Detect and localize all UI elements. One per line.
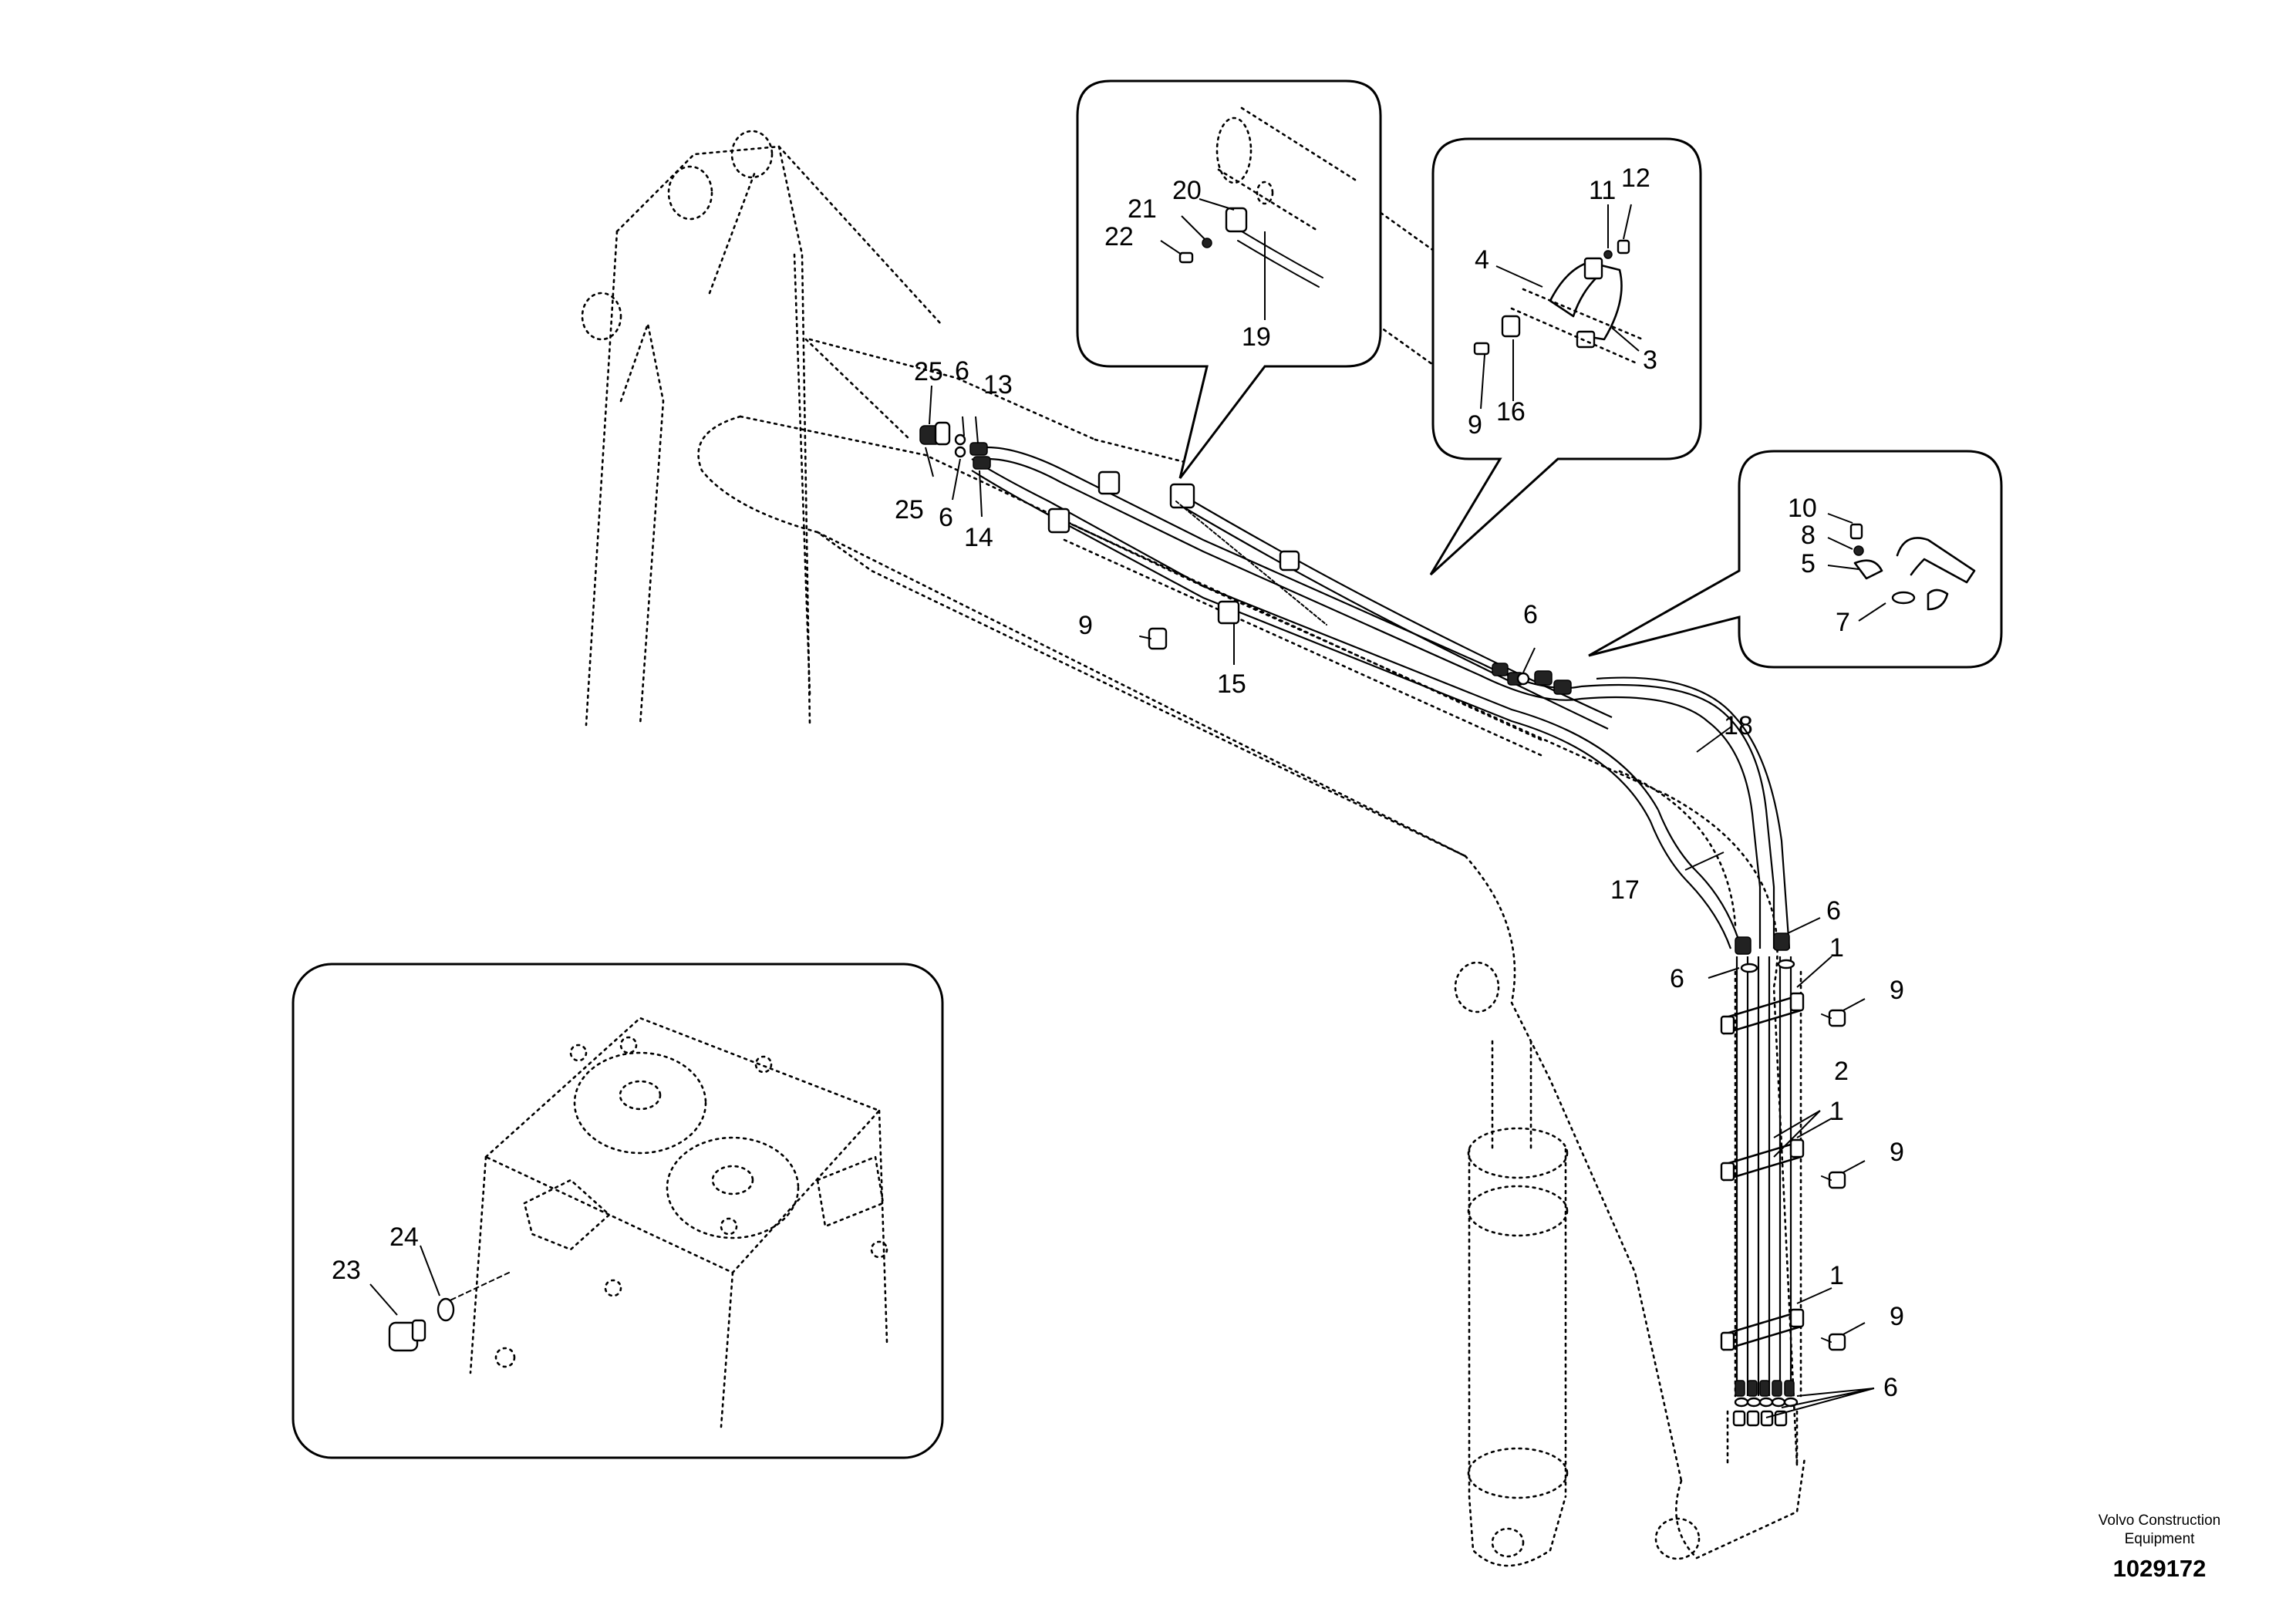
callout-14: 14 xyxy=(964,523,993,552)
callout-18: 18 xyxy=(1724,711,1753,740)
callout-7: 7 xyxy=(1836,608,1850,637)
clamp-1-middle xyxy=(1720,1138,1805,1182)
callout-8: 8 xyxy=(1801,521,1816,550)
callout-9-right-bottom: 9 xyxy=(1890,1302,1904,1331)
callout-24: 24 xyxy=(389,1222,419,1252)
callout-9-inset: 9 xyxy=(1468,410,1482,440)
brand-line-1: Volvo Construction xyxy=(2098,1512,2221,1529)
callout-17: 17 xyxy=(1610,875,1640,905)
callout-23: 23 xyxy=(332,1256,361,1285)
callout-4: 4 xyxy=(1475,245,1489,275)
clamp-upper-1 xyxy=(1097,470,1121,495)
bolt-9-upper xyxy=(1148,627,1168,650)
boom-outline xyxy=(581,104,1806,1567)
callout-labels: 20 21 22 19 11 12 4 3 9 16 10 8 5 7 25 6… xyxy=(332,164,1904,1402)
clamp-1-bottom xyxy=(1720,1308,1805,1351)
callout-2: 2 xyxy=(1834,1057,1849,1086)
callout-9-right-top: 9 xyxy=(1890,976,1904,1005)
drawing-number: 1029172 xyxy=(2112,1555,2207,1582)
callout-21: 21 xyxy=(1128,194,1157,224)
callout-11: 11 xyxy=(1589,176,1616,205)
callout-6-bottom: 6 xyxy=(1883,1373,1898,1402)
main-parts xyxy=(919,138,1846,1427)
callout-25-top: 25 xyxy=(914,357,943,386)
callout-3: 3 xyxy=(1643,346,1657,375)
callout-6-left: 6 xyxy=(939,503,953,532)
callout-1-top: 1 xyxy=(1829,933,1844,963)
callout-15: 15 xyxy=(1217,669,1246,699)
hose-routing xyxy=(971,446,1802,1467)
brand-name: Volvo Construction Equipment xyxy=(2067,1512,2252,1549)
callout-6-right: 6 xyxy=(1826,896,1841,926)
inset-valve-block xyxy=(292,963,944,1459)
callout-5: 5 xyxy=(1801,549,1816,578)
brand-line-2: Equipment xyxy=(2124,1531,2195,1547)
callout-9-right-middle: 9 xyxy=(1890,1138,1904,1167)
clamp-1-top xyxy=(1720,992,1805,1035)
bottom-fittings xyxy=(1732,1380,1799,1427)
clamp-15 xyxy=(1217,600,1240,625)
callout-22: 22 xyxy=(1104,222,1134,251)
callout-12: 12 xyxy=(1621,164,1650,193)
callout-16: 16 xyxy=(1496,397,1526,427)
callout-13: 13 xyxy=(983,370,1013,400)
callout-6-left-run: 6 xyxy=(1670,964,1684,993)
callout-10: 10 xyxy=(1788,494,1817,523)
inset-clamp xyxy=(1429,137,1702,576)
leader-lines xyxy=(369,198,1886,1418)
callout-1-middle: 1 xyxy=(1829,1097,1844,1126)
callout-25-bottom: 25 xyxy=(895,495,924,524)
callout-19: 19 xyxy=(1242,322,1271,352)
callout-6-top: 6 xyxy=(955,356,969,386)
inset-elbow xyxy=(1588,450,2003,669)
callout-20: 20 xyxy=(1172,176,1202,205)
callout-6-bend: 6 xyxy=(1523,600,1538,629)
inset-hose-bracket xyxy=(1076,79,1382,479)
callout-1-bottom: 1 xyxy=(1829,1261,1844,1290)
callout-9-upper: 9 xyxy=(1078,611,1093,640)
